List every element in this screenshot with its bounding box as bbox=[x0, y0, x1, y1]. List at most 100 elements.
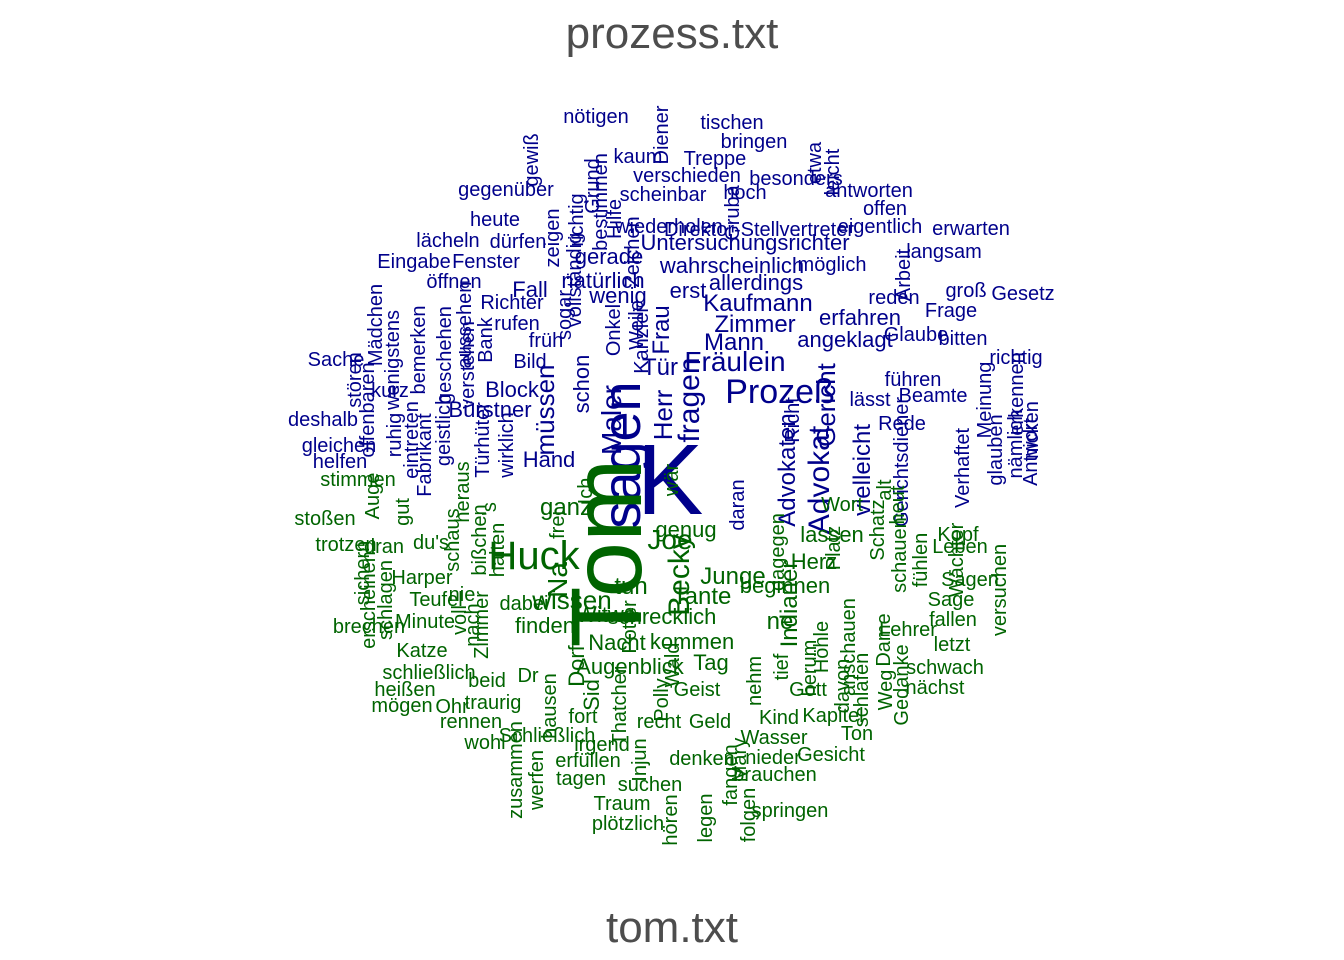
word-tom: legen bbox=[695, 793, 717, 843]
word-prozess: gewiß bbox=[521, 133, 543, 187]
word-prozess: zeigen bbox=[542, 208, 564, 268]
word-prozess: Maler bbox=[596, 384, 627, 456]
word-tom: stimmen bbox=[320, 469, 396, 491]
word-prozess: Türhüter bbox=[472, 402, 494, 478]
word-tom: wissen bbox=[532, 585, 612, 615]
word-prozess: glauben bbox=[985, 414, 1007, 486]
word-tom: Gott bbox=[789, 679, 827, 701]
word-tom: gut bbox=[392, 498, 414, 526]
word-tom: hausen bbox=[539, 673, 561, 739]
word-tom: Minute bbox=[394, 611, 456, 633]
word-tom: dabei bbox=[499, 593, 549, 615]
word-tom: halten bbox=[487, 522, 509, 578]
word-tom: traurig bbox=[464, 692, 522, 714]
word-tom: Joe bbox=[647, 524, 693, 555]
word-tom: erfüllen bbox=[555, 750, 621, 772]
word-tom: Schatz bbox=[867, 499, 889, 561]
word-tom: letzt bbox=[933, 634, 971, 656]
word-tom: schließlich bbox=[382, 662, 476, 684]
word-tom: suchen bbox=[617, 774, 683, 796]
word-tom: Ton bbox=[840, 723, 874, 745]
word-tom: recht bbox=[636, 711, 682, 733]
word-tom: Höhle bbox=[811, 620, 833, 674]
word-tom: stoßen bbox=[294, 508, 356, 530]
word-prozess: Frau bbox=[648, 305, 675, 355]
word-prozess: geistlich bbox=[433, 393, 455, 467]
word-tom: wohl bbox=[464, 732, 506, 754]
word-prozess: Mann bbox=[703, 329, 765, 356]
word-prozess: richtig bbox=[989, 347, 1043, 369]
word-tom: denken bbox=[669, 748, 735, 770]
word-tom: schwach bbox=[906, 657, 984, 679]
word-tom: beginnen bbox=[739, 573, 831, 598]
word-tom: voll bbox=[449, 604, 471, 636]
word-prozess: öffnen bbox=[426, 271, 482, 293]
word-prozess: verschieden bbox=[633, 165, 741, 187]
word-prozess: bringen bbox=[720, 131, 788, 153]
word-prozess: natürlich bbox=[561, 268, 645, 293]
word-prozess: Rede bbox=[878, 413, 926, 435]
word-prozess: groß bbox=[945, 280, 987, 302]
word-prozess: erst bbox=[669, 278, 707, 303]
word-tom: folgen bbox=[738, 787, 760, 843]
word-tom: tief bbox=[771, 653, 793, 681]
word-tom: Augenblick bbox=[576, 654, 684, 679]
word-prozess: eigentlich bbox=[837, 216, 923, 238]
word-tom: Leben bbox=[932, 536, 988, 558]
word-prozess: Beamte bbox=[898, 385, 968, 407]
word-prozess: wirklich bbox=[496, 412, 518, 478]
word-prozess: deshalb bbox=[287, 409, 359, 431]
word-prozess: angeklagt bbox=[797, 327, 893, 352]
word-tom: frei bbox=[547, 511, 569, 539]
word-tom: nächst bbox=[905, 677, 965, 699]
word-prozess: besonders bbox=[749, 168, 843, 190]
word-prozess: Onkel bbox=[603, 303, 625, 357]
word-prozess: erwarten bbox=[932, 218, 1010, 240]
word-prozess: Bürstner bbox=[448, 397, 532, 422]
word-tom: Schließlich bbox=[498, 725, 596, 747]
word-prozess: wiederholen bbox=[615, 216, 723, 238]
word-tom: Gesicht bbox=[797, 744, 865, 766]
word-tom: fort bbox=[568, 706, 598, 728]
word-prozess: helfen bbox=[312, 451, 368, 473]
word-prozess: heute bbox=[469, 209, 521, 231]
word-prozess: Fenster bbox=[452, 251, 520, 273]
word-prozess: bemerken bbox=[408, 305, 430, 395]
word-prozess: Grund bbox=[582, 158, 604, 214]
word-prozess: Herr bbox=[648, 389, 678, 441]
word-tom: dagegen bbox=[767, 513, 789, 591]
word-prozess: aussehen bbox=[454, 281, 476, 369]
word-prozess: möglich bbox=[797, 254, 867, 276]
word-prozess: dürfen bbox=[489, 231, 547, 253]
word-prozess: Block bbox=[485, 377, 539, 402]
word-tom: Wasser bbox=[740, 727, 808, 749]
word-prozess: nötigen bbox=[563, 106, 629, 128]
word-prozess: Fräulein bbox=[684, 346, 786, 377]
word-tom: trotzen bbox=[315, 534, 377, 556]
word-prozess: Fall bbox=[512, 277, 548, 302]
word-tom: brauchen bbox=[733, 764, 817, 786]
word-tom: brechen bbox=[332, 616, 406, 638]
word-tom: Tag bbox=[693, 650, 729, 675]
word-tom: ganz bbox=[539, 494, 593, 521]
word-tom: nie bbox=[448, 584, 476, 606]
word-tom: schlagen bbox=[375, 559, 397, 641]
word-tom: Kind bbox=[758, 707, 800, 729]
word-prozess: Untersuchungsrichter bbox=[640, 230, 850, 255]
word-tom: hören bbox=[660, 794, 682, 846]
word-prozess: Bank bbox=[475, 317, 497, 363]
word-tom: du's bbox=[412, 532, 450, 554]
word-tom: Sage bbox=[927, 589, 975, 611]
word-tom: zusammen bbox=[505, 721, 527, 819]
word-prozess: nicken bbox=[1021, 401, 1043, 459]
word-prozess: rufen bbox=[494, 313, 540, 335]
word-prozess: wenig bbox=[589, 283, 647, 308]
word-tom: nehm bbox=[744, 655, 766, 707]
comparison-label-top: prozess.txt bbox=[565, 9, 779, 58]
word-prozess: Hand bbox=[522, 447, 576, 472]
word-prozess: offenbaren bbox=[357, 362, 379, 458]
word-tom: heut bbox=[887, 485, 909, 525]
word-tom: plötzlich bbox=[591, 813, 665, 835]
word-prozess: erfahren bbox=[819, 305, 901, 330]
